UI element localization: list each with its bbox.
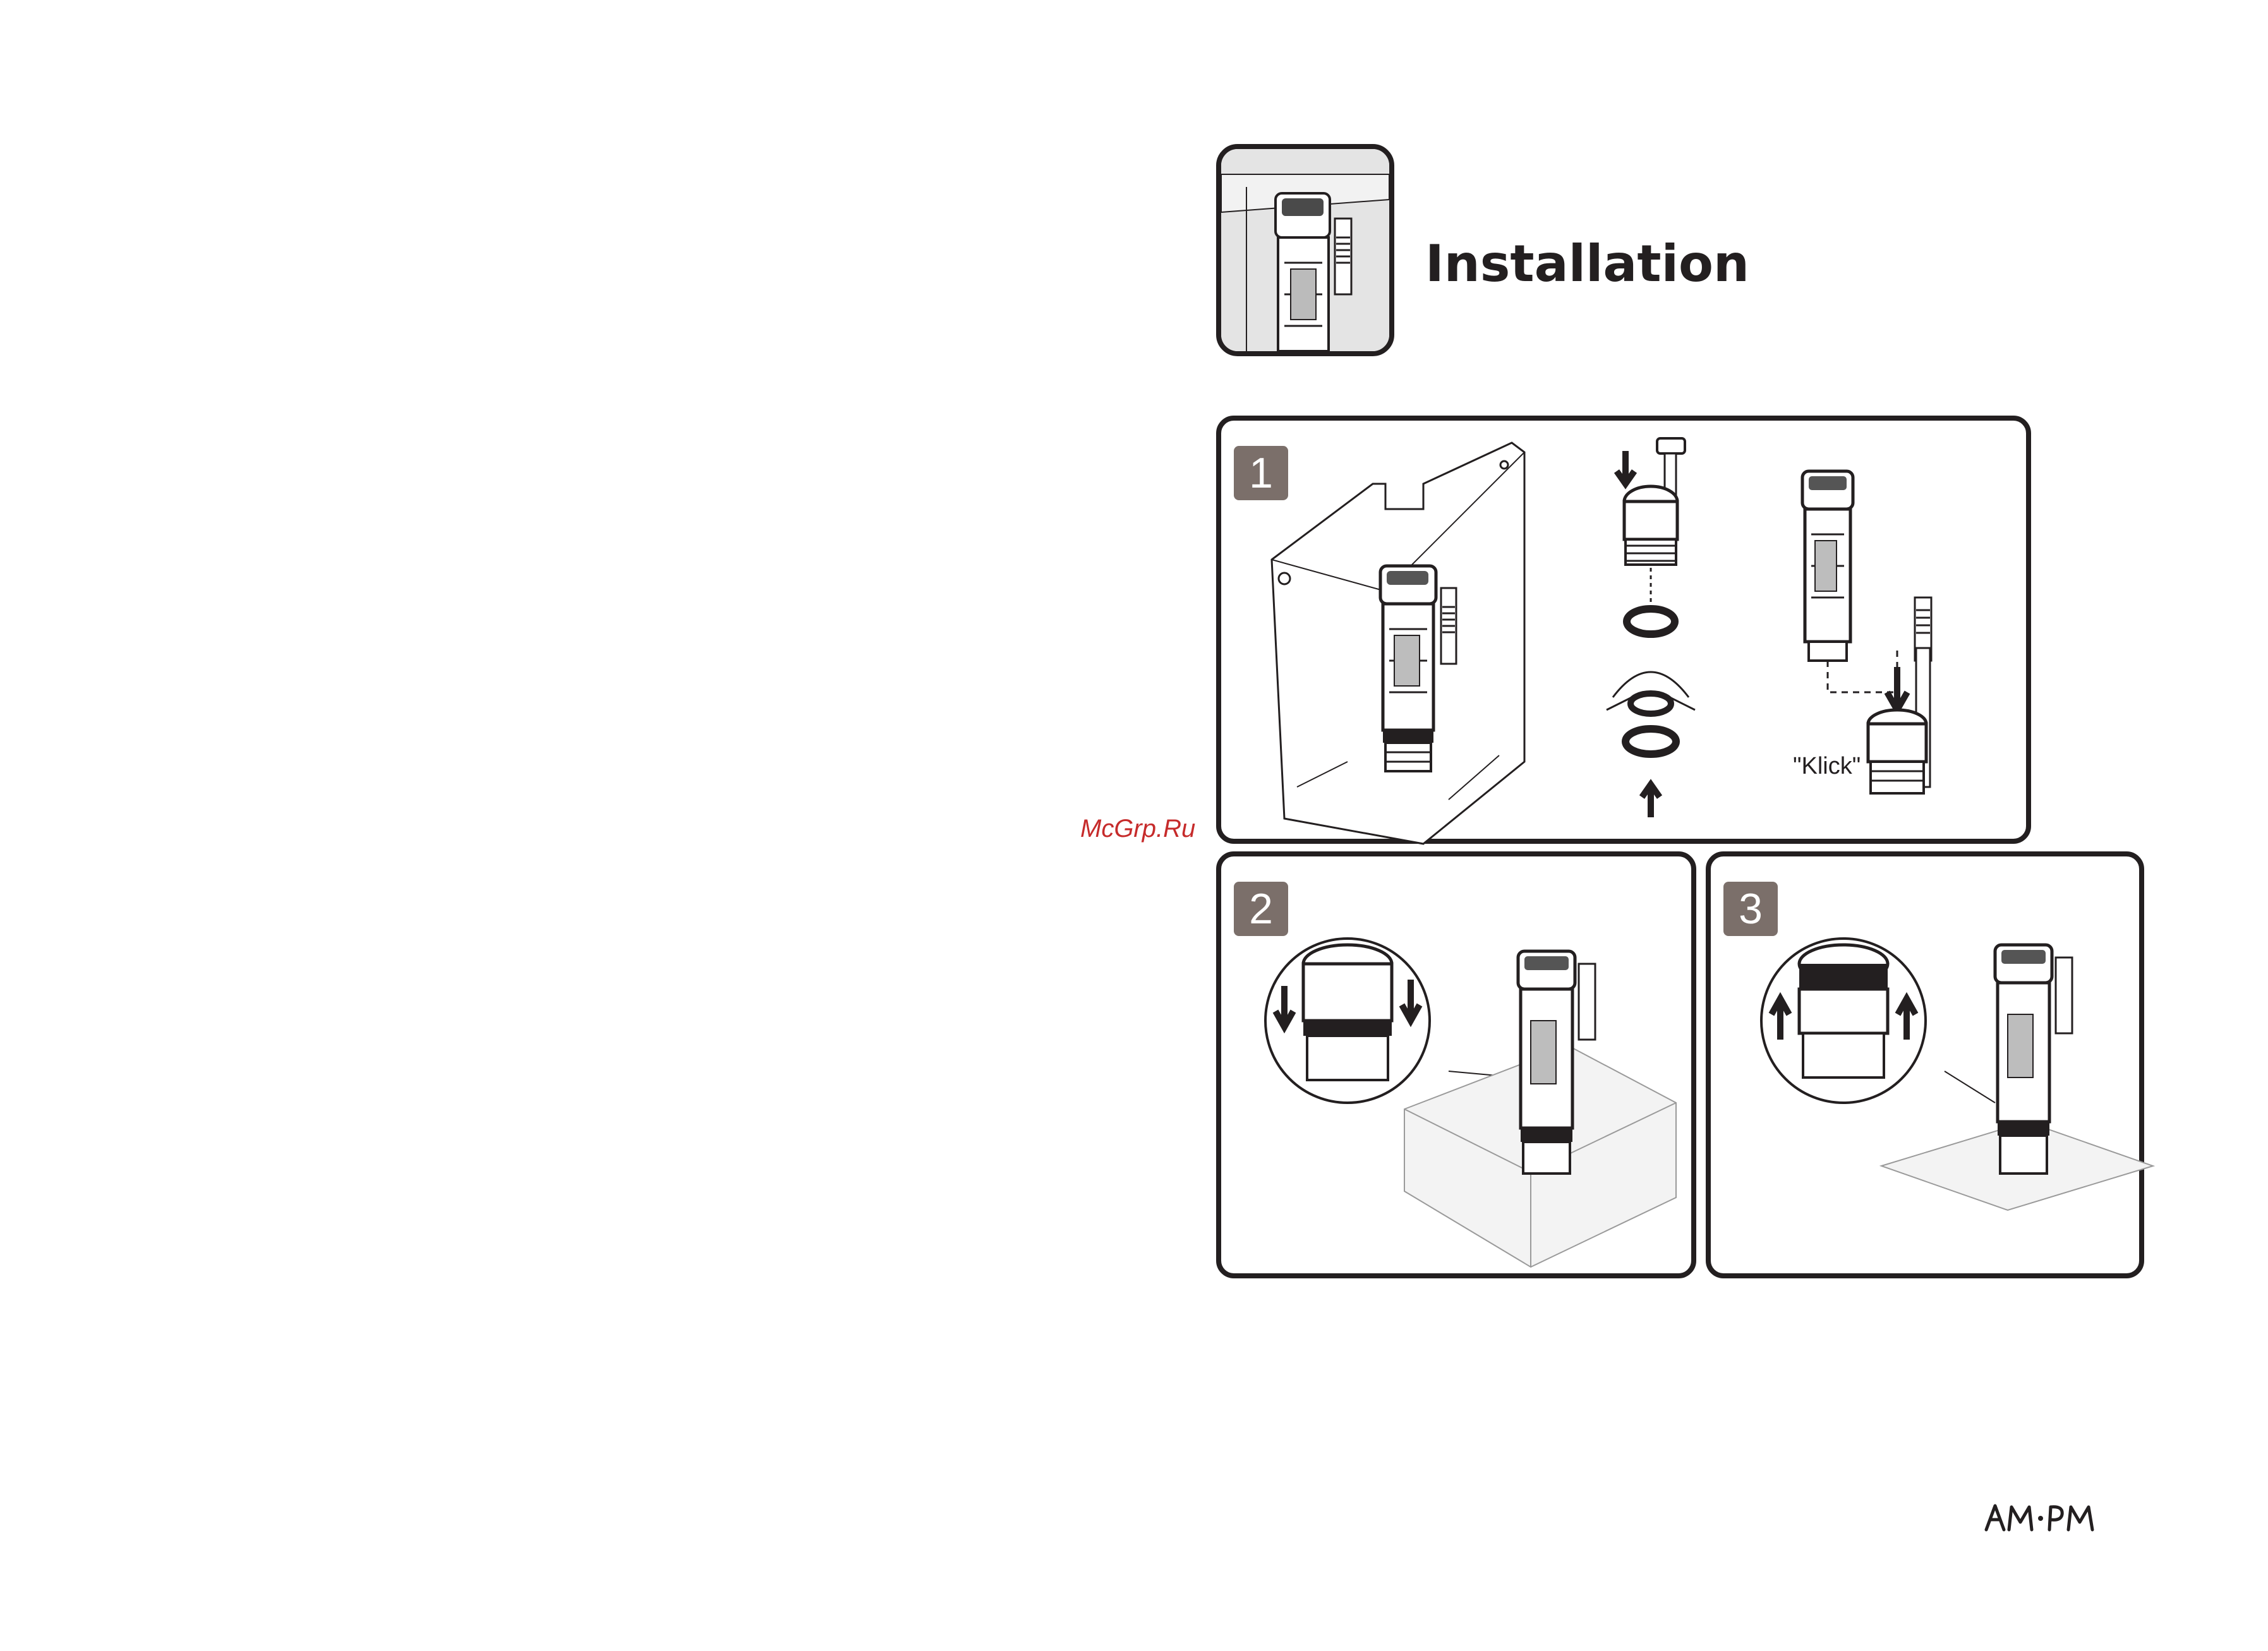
step-3-panel: 3 bbox=[1706, 851, 2144, 1278]
exploded-valve-parts-illustration bbox=[1607, 432, 1733, 836]
up-arrow-icon bbox=[1642, 784, 1660, 817]
lock-nut-ring-icon bbox=[1631, 693, 1671, 714]
am-pm-logo bbox=[1984, 1502, 2097, 1534]
step-1-panel: 1 bbox=[1216, 416, 2031, 844]
gasket-ring-icon bbox=[1627, 609, 1675, 634]
flush-valve-thumbnail-illustration bbox=[1221, 149, 1389, 351]
hex-nut-icon bbox=[1626, 729, 1676, 754]
cistern-with-valve-illustration bbox=[1259, 433, 1550, 844]
valve-into-cistern-detail-illustration bbox=[1265, 913, 1708, 1267]
click-down-arrow-icon bbox=[1887, 667, 1907, 710]
down-arrow-icon bbox=[1617, 451, 1634, 484]
step-2-panel: 2 bbox=[1216, 851, 1696, 1278]
watermark-text: McGrp.Ru bbox=[1080, 815, 1195, 843]
page-title: Installation bbox=[1425, 239, 1749, 289]
tighten-nut-detail-illustration bbox=[1761, 913, 2166, 1267]
klick-caption: "Klick" bbox=[1793, 753, 1861, 780]
header-thumbnail bbox=[1216, 144, 1394, 356]
